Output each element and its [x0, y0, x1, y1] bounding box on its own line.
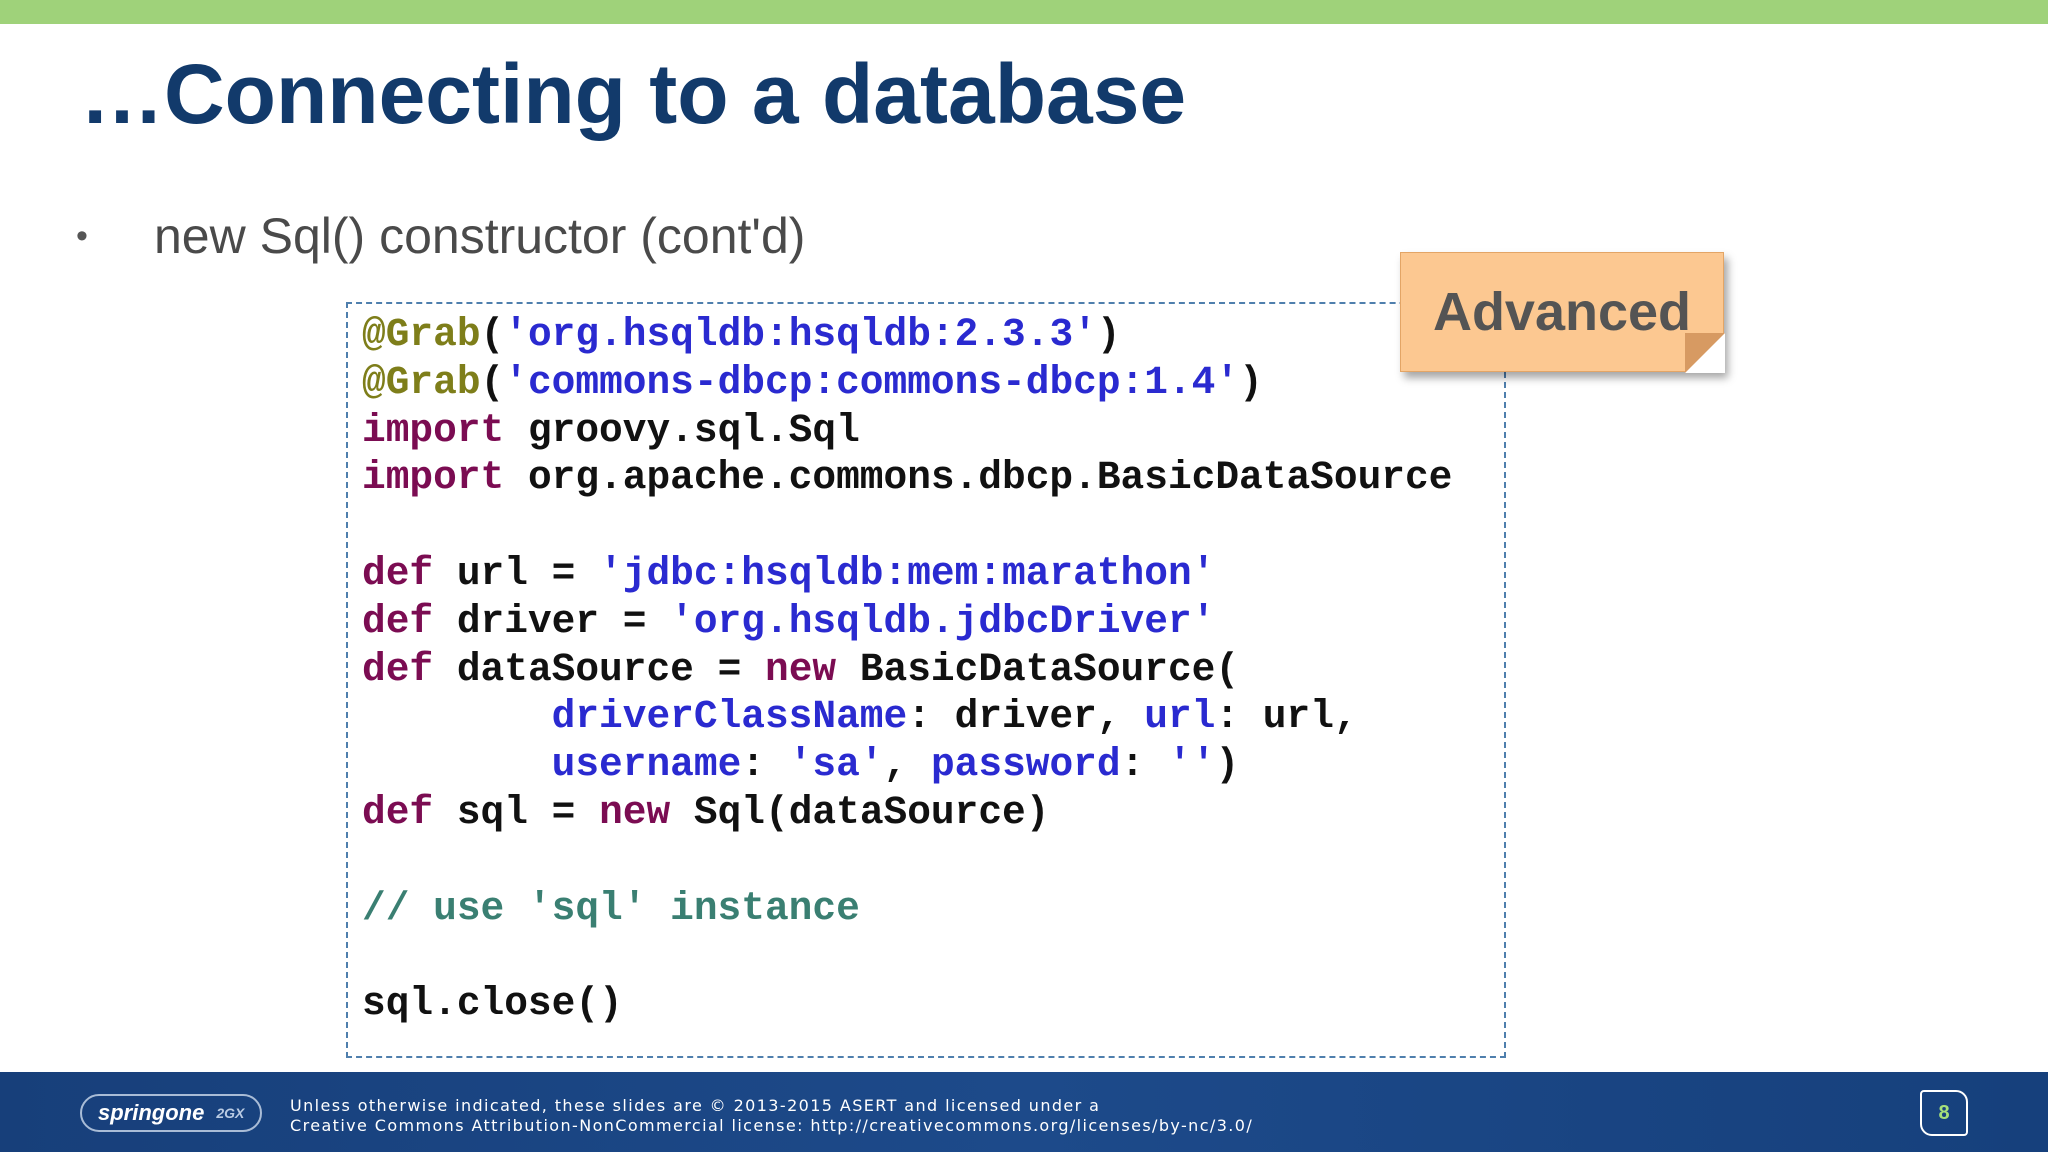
logo-mark: 2GX: [216, 1105, 245, 1121]
code-text: :: [741, 742, 789, 788]
license-text: Unless otherwise indicated, these slides…: [290, 1096, 1253, 1136]
code-line-3: import groovy.sql.Sql: [362, 408, 860, 453]
named-arg: url: [1144, 694, 1216, 740]
code-box: [346, 302, 1506, 1058]
annotation: @Grab: [362, 312, 481, 357]
keyword: new: [764, 646, 837, 692]
code-text: sql =: [433, 789, 600, 835]
advanced-badge: Advanced: [1400, 252, 1725, 373]
code-text: BasicDataSource(: [836, 646, 1240, 692]
code-line-15: sql.close(): [362, 981, 623, 1027]
code-text: Sql(dataSource): [670, 789, 1050, 835]
page-number: 8: [1938, 1101, 1950, 1124]
code-line-1: @Grab('org.hsqldb:hsqldb:2.3.3'): [362, 312, 1121, 357]
paren: ): [1096, 312, 1121, 357]
page-number-icon: 8: [1920, 1090, 1968, 1136]
code-line-10: username: 'sa', password: ''): [362, 742, 1240, 788]
keyword: def: [362, 550, 434, 596]
top-accent-bar: [0, 0, 2048, 24]
code-text: : url,: [1215, 694, 1358, 740]
code-text: url =: [433, 550, 600, 596]
code-block: @Grab('org.hsqldb:hsqldb:2.3.3') @Grab('…: [362, 311, 1452, 1028]
code-text: dataSource =: [433, 646, 765, 692]
keyword: import: [362, 455, 505, 501]
named-arg: password: [930, 742, 1121, 788]
keyword: new: [599, 789, 671, 835]
string-literal: 'org.hsqldb.jdbcDriver': [670, 598, 1216, 644]
indent: [362, 694, 552, 739]
paren: ): [1239, 359, 1263, 405]
code-text: :: [1120, 742, 1169, 788]
code-text: driver =: [433, 598, 671, 644]
code-line-8: def dataSource = new BasicDataSource(: [362, 647, 1239, 692]
string-literal: 'sa': [788, 742, 884, 788]
string-literal: 'org.hsqldb:hsqldb:2.3.3': [504, 312, 1097, 357]
footer-bar: springone 2GX Unless otherwise indicated…: [0, 1072, 2048, 1152]
page-curl-icon: [1685, 333, 1725, 373]
code-line-4: import org.apache.commons.dbcp.BasicData…: [362, 455, 1452, 500]
string-literal: 'commons-dbcp:commons-dbcp:1.4': [504, 359, 1240, 405]
named-arg: driverClassName: [551, 694, 908, 740]
code-line-6: def url = 'jdbc:hsqldb:mem:marathon': [362, 551, 1215, 596]
code-line-2: @Grab('commons-dbcp:commons-dbcp:1.4'): [362, 360, 1263, 405]
named-arg: username: [551, 742, 742, 788]
springone-logo: springone 2GX: [80, 1094, 262, 1132]
logo-text: springone: [98, 1100, 205, 1125]
code-text: org.apache.commons.dbcp.BasicDataSource: [504, 455, 1453, 501]
string-literal: '': [1168, 742, 1216, 788]
paren: (: [480, 359, 505, 405]
license-line-1: Unless otherwise indicated, these slides…: [290, 1096, 1101, 1115]
slide-title: …Connecting to a database: [80, 47, 1187, 141]
code-line-11: def sql = new Sql(dataSource): [362, 790, 1049, 835]
code-line-9: driverClassName: driver, url: url,: [362, 694, 1358, 739]
bullet-text: new Sql() constructor (cont'd): [154, 208, 806, 264]
annotation: @Grab: [362, 359, 481, 405]
keyword: import: [362, 407, 505, 453]
indent: [362, 742, 552, 787]
code-comment: // use 'sql' instance: [362, 885, 860, 931]
keyword: def: [362, 598, 434, 644]
paren: ): [1215, 742, 1240, 788]
keyword: def: [362, 789, 434, 835]
keyword: def: [362, 646, 434, 692]
bullet-dot-icon: •: [76, 216, 88, 255]
code-text: groovy.sql.Sql: [504, 407, 860, 453]
bullet-item: • new Sql() constructor (cont'd): [76, 206, 805, 266]
paren: (: [480, 312, 505, 357]
string-literal: 'jdbc:hsqldb:mem:marathon': [599, 550, 1216, 596]
code-text: ,: [883, 742, 931, 788]
advanced-badge-label: Advanced: [1432, 282, 1692, 342]
code-text: : driver,: [907, 694, 1145, 740]
license-line-2: Creative Commons Attribution-NonCommerci…: [290, 1116, 1254, 1135]
code-line-7: def driver = 'org.hsqldb.jdbcDriver': [362, 599, 1215, 644]
